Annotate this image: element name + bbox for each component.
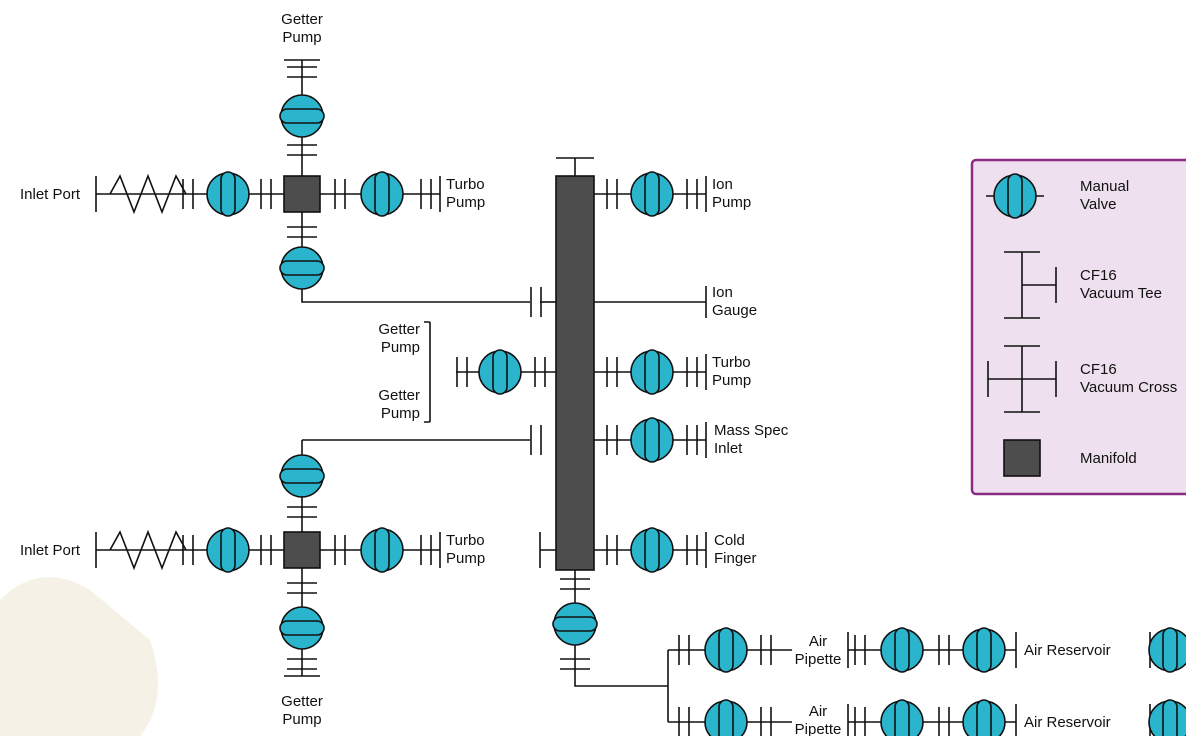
label-getter-bottom-1: Getter: [281, 693, 323, 710]
label-getter-top-2: Pump: [282, 29, 321, 46]
label-turbo-bottom-2: Pump: [446, 550, 485, 567]
label-inlet-bottom: Inlet Port: [20, 542, 81, 559]
label-ion-pump-1: Ion: [712, 176, 733, 193]
label-getter-mid2-2: Pump: [381, 405, 420, 422]
label-air-pipette-2a: Air: [809, 703, 827, 720]
valve-getter-mid[interactable]: [478, 349, 522, 395]
label-inlet-top: Inlet Port: [20, 186, 81, 203]
label-air-reservoir-1: Air Reservoir: [1024, 642, 1111, 659]
valve-air-reservoir-1[interactable]: [962, 627, 1006, 673]
legend-box: [970, 158, 1186, 496]
valve-top-cross-lower[interactable]: [279, 246, 325, 290]
legend-manifold-label: Manifold: [1080, 450, 1137, 467]
valve-turbo-top[interactable]: [360, 171, 404, 217]
valve-cold-finger[interactable]: [630, 527, 674, 573]
label-ion-gauge-2: Gauge: [712, 302, 757, 319]
legend-tee-label-2: Vacuum Tee: [1080, 285, 1162, 302]
manifold-top-left: [283, 175, 321, 213]
label-cold-finger-2: Finger: [714, 550, 757, 567]
label-turbo-top-1: Turbo: [446, 176, 485, 193]
valve-bottom-cross-upper[interactable]: [279, 454, 325, 498]
valve-getter-top[interactable]: [279, 94, 325, 138]
background-watermark: [0, 577, 158, 736]
component-labels: Getter Pump Inlet Port Turbo Pump Ion Pu…: [20, 11, 1111, 736]
bottom-left-cross-assembly: [95, 454, 441, 677]
legend-cross-label-2: Vacuum Cross: [1080, 379, 1177, 396]
label-getter-bottom-2: Pump: [282, 711, 321, 728]
air-pipette-branches: [667, 627, 1186, 736]
label-mass-spec-2: Inlet: [714, 440, 743, 457]
label-getter-mid2-1: Getter: [378, 387, 420, 404]
valve-air-reservoir-2b[interactable]: [1148, 699, 1186, 736]
label-ion-gauge-1: Ion: [712, 284, 733, 301]
label-turbo-mid-2: Pump: [712, 372, 751, 389]
valve-air-pipette-2[interactable]: [704, 699, 748, 736]
valve-ion-pump[interactable]: [630, 171, 674, 217]
valve-turbo-bottom[interactable]: [360, 527, 404, 573]
legend: Manual Valve CF16 Vacuum Tee CF16 Vacuum…: [970, 158, 1186, 496]
valve-mass-spec[interactable]: [630, 417, 674, 463]
valve-turbo-mid[interactable]: [630, 349, 674, 395]
main-manifold-assembly: [301, 157, 707, 687]
legend-tee-icon: [1004, 251, 1057, 319]
legend-cross-label-1: CF16: [1080, 361, 1117, 378]
label-turbo-bottom-1: Turbo: [446, 532, 485, 549]
label-getter-mid1-2: Pump: [381, 339, 420, 356]
legend-manifold-icon: [1003, 439, 1041, 477]
label-air-reservoir-2: Air Reservoir: [1024, 714, 1111, 731]
valve-getter-bottom[interactable]: [279, 606, 325, 650]
label-turbo-top-2: Pump: [446, 194, 485, 211]
valve-air-pipette-1b[interactable]: [880, 627, 924, 673]
legend-valve-icon: [993, 173, 1037, 219]
valve-air-branch[interactable]: [552, 602, 598, 646]
label-air-pipette-1b: Pipette: [795, 651, 842, 668]
valve-inlet-bottom[interactable]: [206, 527, 250, 573]
legend-tee-label-1: CF16: [1080, 267, 1117, 284]
label-getter-mid1-1: Getter: [378, 321, 420, 338]
valve-air-reservoir-2[interactable]: [962, 699, 1006, 736]
label-getter-top-1: Getter: [281, 11, 323, 28]
valve-air-reservoir-1b[interactable]: [1148, 627, 1186, 673]
label-turbo-mid-1: Turbo: [712, 354, 751, 371]
top-left-cross-assembly: [95, 59, 542, 318]
legend-valve-label-1: Manual: [1080, 178, 1129, 195]
legend-valve-label-2: Valve: [1080, 196, 1116, 213]
manifold-bottom-left: [283, 531, 321, 569]
legend-cross-icon: [987, 345, 1057, 413]
label-ion-pump-2: Pump: [712, 194, 751, 211]
valve-inlet-top[interactable]: [206, 171, 250, 217]
label-mass-spec-1: Mass Spec: [714, 422, 789, 439]
valve-air-pipette-2b[interactable]: [880, 699, 924, 736]
label-cold-finger-1: Cold: [714, 532, 745, 549]
main-manifold: [555, 175, 595, 571]
label-air-pipette-2b: Pipette: [795, 721, 842, 736]
label-air-pipette-1a: Air: [809, 633, 827, 650]
valve-air-pipette-1[interactable]: [704, 627, 748, 673]
